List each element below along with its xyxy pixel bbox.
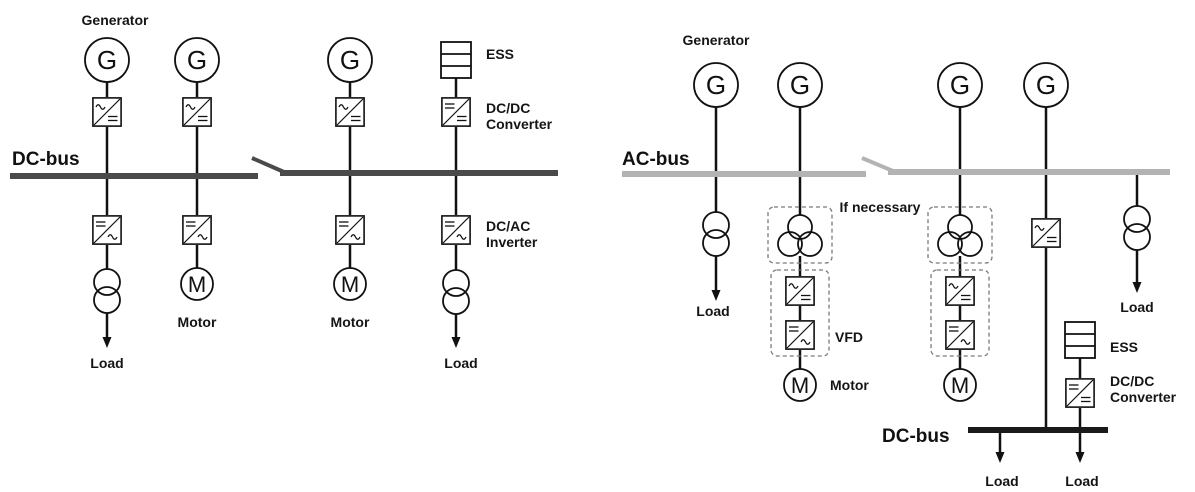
generator-3: G: [327, 37, 373, 83]
left-bus-tie-switch: [251, 156, 285, 174]
generator-7: G: [1023, 62, 1069, 108]
ess-battery-icon: [1064, 321, 1096, 359]
motor-2: M: [333, 267, 367, 301]
ess-battery-icon: [440, 41, 472, 79]
left-load-label: Load: [90, 355, 123, 371]
motor-letter: M: [188, 272, 206, 297]
right-ess-label: ESS: [1110, 339, 1138, 355]
dcdc-converter-icon: [441, 97, 471, 127]
load-arrow-icon: [995, 452, 1005, 463]
optional-transformer-frame: [927, 206, 993, 264]
inverter-icon: [441, 215, 471, 245]
load-arrow-icon: [102, 337, 112, 348]
ac-bus-tie-switch: [861, 156, 894, 173]
transformer-icon: [93, 268, 121, 314]
inverter-icon: [945, 320, 975, 350]
load-arrow-icon: [1132, 282, 1142, 293]
generator-letter: G: [340, 45, 360, 75]
inverter-icon: [785, 320, 815, 350]
generator-letter: G: [1036, 70, 1056, 100]
rectifier-icon: [92, 97, 122, 127]
left-motor-label: Motor: [178, 314, 217, 330]
right-load-label: Load: [1065, 473, 1098, 489]
vfd-label: VFD: [835, 329, 863, 345]
transformer-icon: [1123, 205, 1151, 251]
motor-letter: M: [341, 272, 359, 297]
generator-2: G: [174, 37, 220, 83]
right-load-label: Load: [1120, 299, 1153, 315]
load-arrow-icon: [711, 290, 721, 301]
transformer-icon: [442, 269, 470, 315]
vfd-frame: [930, 269, 990, 357]
right-motor-label: Motor: [830, 377, 869, 393]
rectifier-icon: [335, 97, 365, 127]
left-load-label: Load: [444, 355, 477, 371]
optional-transformer-frame: [767, 206, 833, 264]
right-load-label: Load: [696, 303, 729, 319]
load-arrow-icon: [1075, 452, 1085, 463]
transformer-note: If necessary: [840, 199, 921, 215]
generator-letter: G: [187, 45, 207, 75]
motor-letter: M: [791, 373, 809, 398]
right-dcdc-label-line1: DC/DC: [1110, 373, 1154, 389]
generator-letter: G: [950, 70, 970, 100]
left-dcdc-label-line1: DC/DC: [486, 100, 530, 116]
dcdc-converter-icon: [1065, 378, 1095, 408]
right-ac-bus-diagram: AC-bus DC-bus Generator G G G G Load: [622, 32, 1177, 489]
transformer-icon: [702, 211, 730, 257]
right-wires: [714, 107, 1139, 453]
left-dcac-label-line1: DC/AC: [486, 218, 530, 234]
inverter-icon: [182, 215, 212, 245]
generator-letter: G: [97, 45, 117, 75]
rectifier-icon: [785, 276, 815, 306]
three-winding-transformer-icon: [937, 214, 983, 257]
left-generator-label: Generator: [82, 12, 149, 28]
load-arrow-icon: [451, 337, 461, 348]
generator-1: G: [84, 37, 130, 83]
right-load-label: Load: [985, 473, 1018, 489]
generator-letter: G: [790, 70, 810, 100]
rectifier-icon: [1031, 218, 1061, 248]
left-dcac-label-line2: Inverter: [486, 234, 538, 250]
inverter-icon: [335, 215, 365, 245]
generator-6: G: [937, 62, 983, 108]
motor-3: M: [783, 368, 817, 402]
left-wires: [105, 78, 458, 339]
generator-5: G: [777, 62, 823, 108]
generator-letter: G: [706, 70, 726, 100]
right-dcdc-label-line2: Converter: [1110, 389, 1177, 405]
rectifier-icon: [182, 97, 212, 127]
left-ess-label: ESS: [486, 46, 514, 62]
rectifier-icon: [945, 276, 975, 306]
right-dc-bus-label: DC-bus: [882, 426, 950, 447]
motor-4: M: [943, 368, 977, 402]
ac-bus-label: AC-bus: [622, 149, 690, 170]
three-winding-transformer-icon: [777, 214, 823, 257]
motor-letter: M: [951, 373, 969, 398]
inverter-icon: [92, 215, 122, 245]
vfd-frame: [770, 269, 830, 357]
generator-4: G: [693, 62, 739, 108]
motor-1: M: [180, 267, 214, 301]
left-dc-bus-label: DC-bus: [12, 149, 80, 170]
right-generator-label: Generator: [683, 32, 750, 48]
left-dc-bus-diagram: DC-bus Generator G G G ESS DC/DC Convert…: [10, 12, 558, 371]
left-motor-label: Motor: [331, 314, 370, 330]
left-dcdc-label-line2: Converter: [486, 116, 553, 132]
